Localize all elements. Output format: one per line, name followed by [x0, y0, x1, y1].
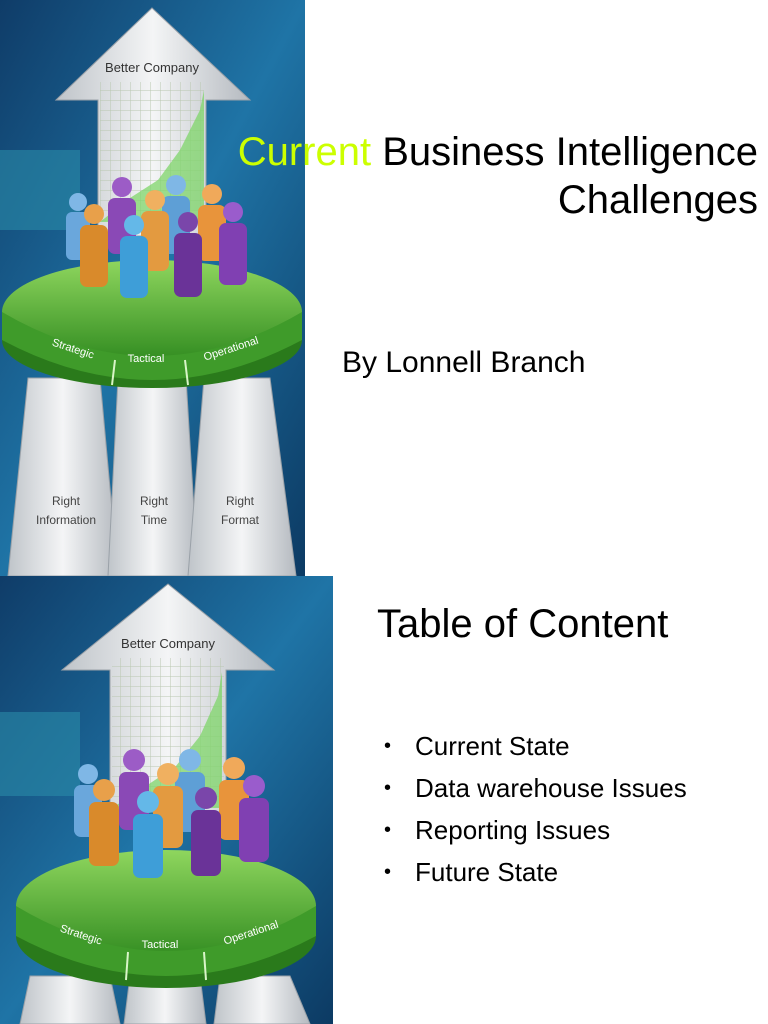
pillar-label-2-line1: Right: [140, 494, 169, 508]
pillar-label-3-line2: Format: [221, 513, 260, 527]
pillar-label-2-line2: Time: [141, 513, 168, 527]
toc-item: • Data warehouse Issues: [384, 770, 724, 806]
toc-item: • Future State: [384, 854, 724, 890]
toc-list: • Current State • Data warehouse Issues • R…: [384, 728, 724, 896]
toc-heading: Table of Content: [377, 602, 669, 646]
bi-graphic: Better Company Strategic Tactical Operat…: [0, 576, 333, 1024]
arrow-label: Better Company: [121, 636, 215, 651]
bi-illustration: Better Company Strategic Tactical Operat…: [0, 576, 333, 1024]
author-byline: By Lonnell Branch: [342, 346, 586, 379]
bi-graphic: Better Company Strategic Tactical Operat…: [0, 0, 305, 576]
title-rest: Business Intelligence Challenges: [371, 130, 758, 222]
toc-item-label: Reporting Issues: [415, 815, 611, 845]
title-highlight: Current: [237, 130, 372, 174]
pillar-label-1-line1: Right: [52, 494, 81, 508]
title-slide: Better Company Strategic Tactical Operat…: [0, 0, 758, 576]
bi-illustration: Better Company Strategic Tactical Operat…: [0, 0, 305, 576]
bullet-icon: •: [384, 735, 392, 757]
segment-label-tactical: Tactical: [142, 939, 179, 951]
arrow-label: Better Company: [105, 60, 199, 75]
toc-slide: Better Company Strategic Tactical Operat…: [0, 576, 768, 1024]
bullet-icon: •: [384, 777, 392, 799]
toc-item-label: Current State: [415, 731, 570, 761]
bullet-icon: •: [384, 861, 392, 883]
toc-item: • Reporting Issues: [384, 812, 724, 848]
pillar-label-3-line1: Right: [226, 494, 255, 508]
pillar-label-1-line2: Information: [36, 513, 96, 527]
toc-item-label: Data warehouse Issues: [415, 773, 687, 803]
toc-item: • Current State: [384, 728, 724, 764]
bullet-icon: •: [384, 819, 392, 841]
segment-label-tactical: Tactical: [128, 353, 165, 365]
slide-title: Current Business Intelligence Challenges: [138, 128, 758, 224]
toc-item-label: Future State: [415, 857, 559, 887]
